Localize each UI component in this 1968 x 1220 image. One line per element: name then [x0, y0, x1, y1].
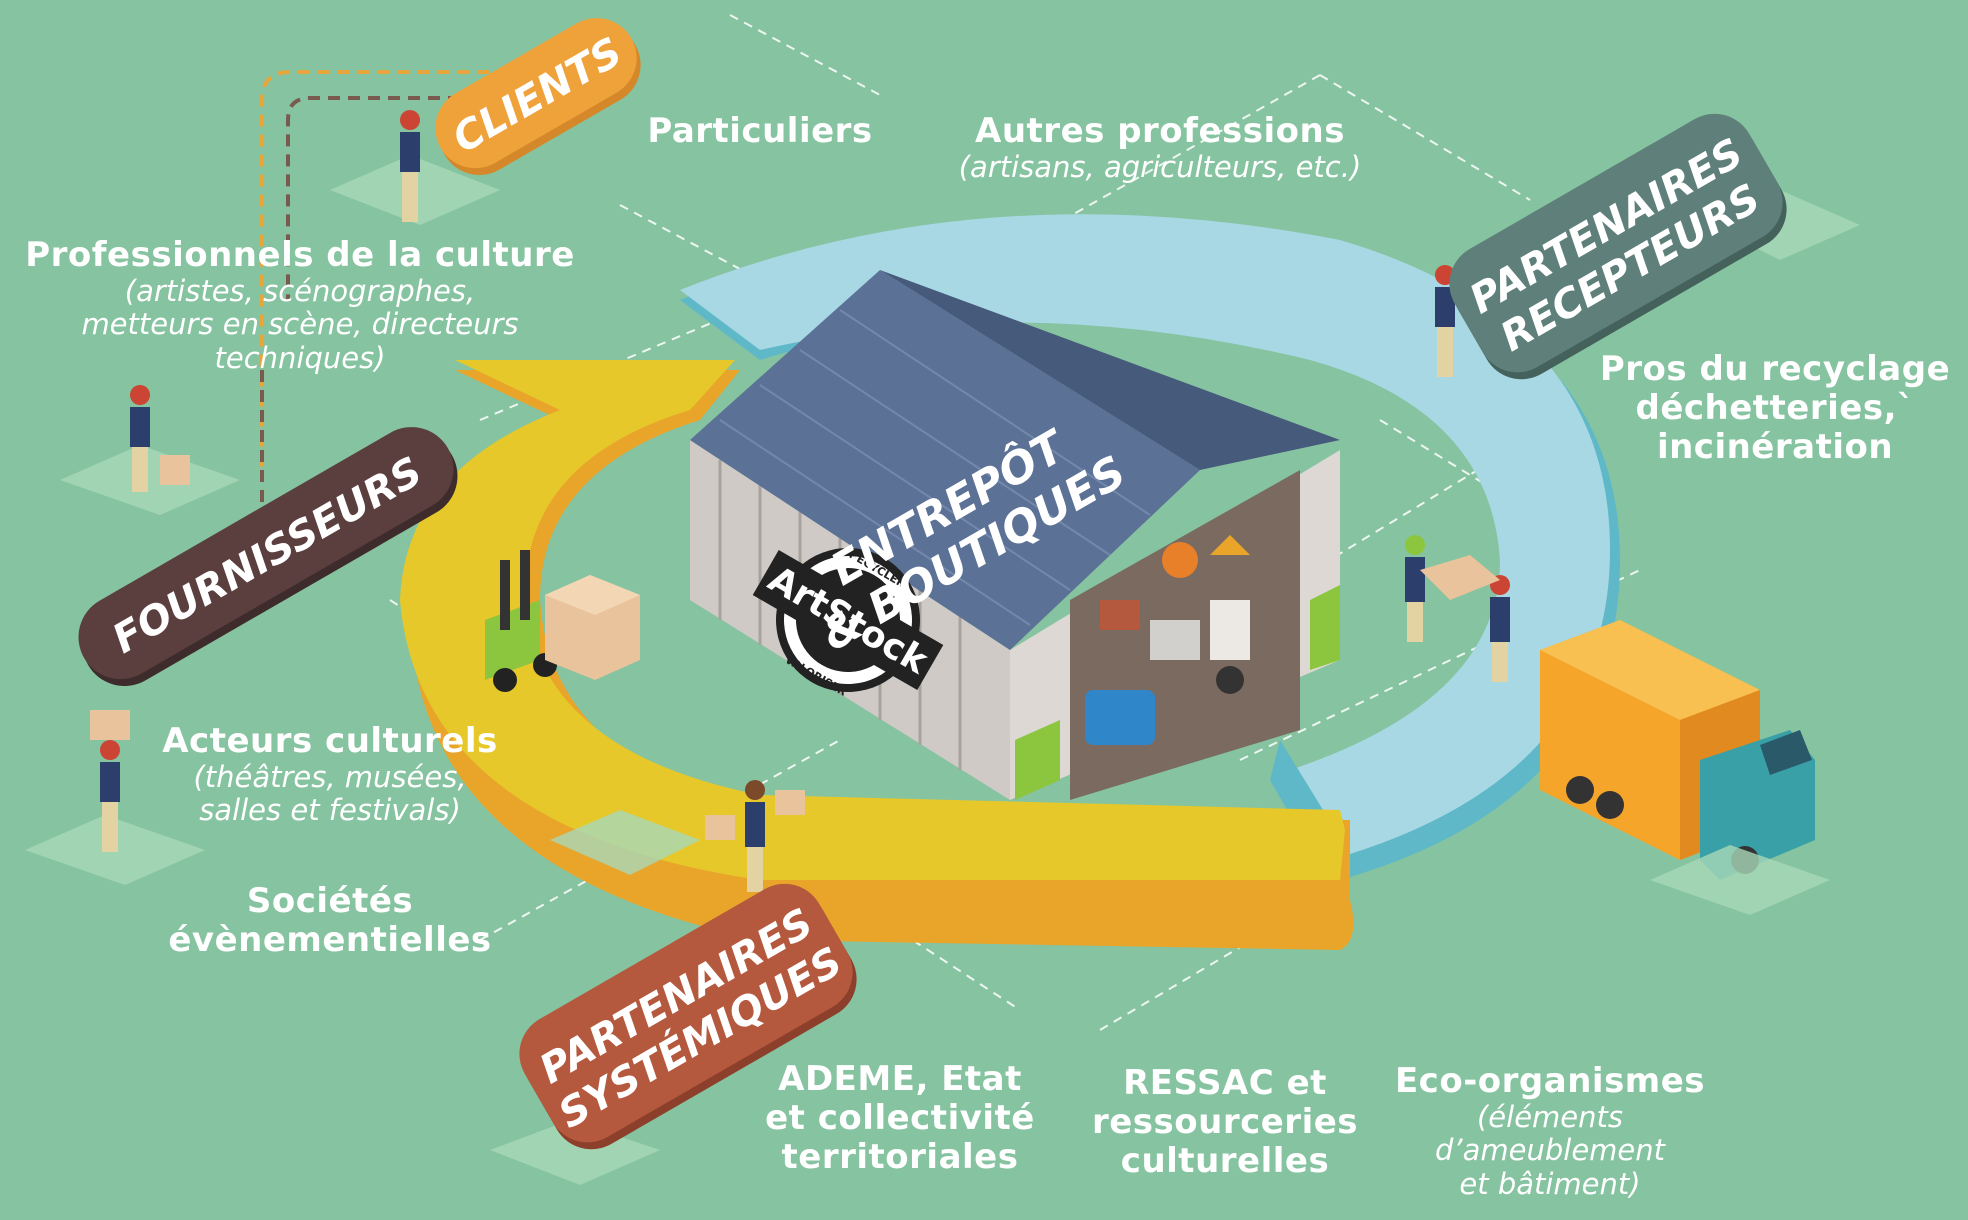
acteurs-sub2: salles et festivals) [199, 793, 461, 828]
ressac-l3: culturelles [1120, 1141, 1330, 1182]
hand-truck-icon [160, 455, 190, 485]
ressac-l2: ressourceries [1091, 1102, 1359, 1143]
recyclage-l1: Pros du recyclage [1599, 349, 1951, 389]
clients-dashed-path [260, 70, 490, 480]
artstock-logo: RECYCLER VALORISER ArtStock [752, 548, 944, 699]
culture-title: Professionnels de la culture [25, 235, 575, 275]
forklift-icon [485, 550, 640, 692]
eco-sub3: et bâtiment) [1459, 1166, 1641, 1201]
culture-sub1: (artistes, scénographes, [124, 274, 476, 309]
label-particuliers: Particuliers [640, 111, 880, 151]
clients-tag: CLIENTS [435, 18, 641, 175]
autres-title: Autres professions [975, 111, 1345, 151]
ademe-l3: territoriales [781, 1137, 1019, 1178]
eco-sub1: (éléments [1476, 1100, 1623, 1135]
label-eco-organismes: Eco-organismes (éléments d’ameublement e… [1380, 1061, 1720, 1201]
label-ademe: ADEME, Etat et collectivité territoriale… [750, 1059, 1050, 1178]
culture-sub2: metteurs en scène, directeurs techniques… [81, 307, 519, 375]
stock-items [1085, 535, 1250, 745]
ademe-l1: ADEME, Etat [778, 1059, 1022, 1099]
circular-arrow [400, 360, 1354, 950]
label-pros-recyclage: Pros du recyclage déchetteries,` incinér… [1590, 349, 1960, 468]
lamp-icon [1210, 535, 1250, 555]
particuliers-title: Particuliers [647, 111, 873, 151]
ademe-l2: et collectivité [765, 1098, 1035, 1139]
eco-sub2: d’ameublement [1434, 1133, 1666, 1168]
societes-l1: Sociétés [246, 881, 414, 921]
worker-icon [90, 110, 1510, 892]
armchair-icon [1085, 690, 1155, 745]
label-acteurs-culturels: Acteurs culturels (théâtres, musées, sal… [150, 721, 510, 828]
fournisseurs-dashed-path [260, 96, 480, 520]
acteurs-sub1: (théâtres, musées, [193, 760, 467, 795]
garbage-truck-icon [1540, 620, 1815, 880]
ressac-l1: RESSAC et [1123, 1063, 1327, 1103]
acteurs-title: Acteurs culturels [162, 721, 498, 761]
autres-sub: (artisans, agriculteurs, etc.) [958, 150, 1362, 185]
label-autres-professions: Autres professions (artisans, agriculteu… [900, 111, 1420, 185]
recyclage-l3: incinération [1656, 427, 1894, 468]
societes-l2: évènementielles [168, 920, 492, 961]
label-societes-evenementielles: Sociétés évènementielles [150, 881, 510, 961]
pallet-boxes-icon [545, 575, 640, 680]
label-professionnels-culture: Professionnels de la culture (artistes, … [0, 235, 600, 375]
eco-title: Eco-organismes [1394, 1061, 1706, 1101]
recyclage-l2: déchetteries,` [1635, 388, 1915, 429]
label-ressac: RESSAC et ressourceries culturelles [1080, 1063, 1370, 1182]
